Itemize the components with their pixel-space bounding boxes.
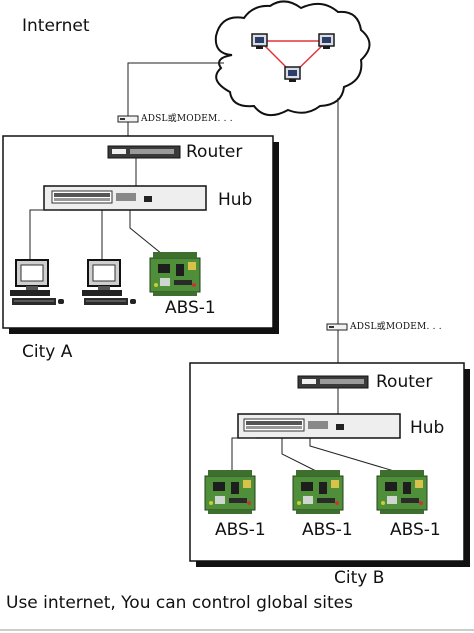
modem-icon-a [117,115,139,123]
hub-label-a: Hub [218,190,253,210]
abs-1-board-icon [149,251,201,297]
abs-1-board-icon [292,469,344,515]
city-b-label: City B [334,568,385,588]
link-label-a: ADSL或MODEM. . . [141,114,233,124]
internet-label: Internet [22,16,90,36]
router-label-b: Router [376,372,433,392]
cloud-computer-icon [284,66,301,83]
hub-icon-a [43,185,207,211]
device-label-b-1: ABS-1 [215,520,266,540]
hub-label-b: Hub [410,418,445,438]
abs-1-board-icon [376,469,428,515]
cloud-computer-icon [318,33,335,50]
router-icon-b [297,375,369,389]
internet-cloud [214,0,371,117]
device-label-b-2: ABS-1 [302,520,353,540]
hub-icon-b [237,413,401,439]
device-label-b-3: ABS-1 [390,520,441,540]
cloud-computer-icon [251,33,268,50]
caption: Use internet, You can control global sit… [6,593,353,613]
device-label-a: ABS-1 [165,298,216,318]
uplink-a [127,62,224,146]
link-label-b: ADSL或MODEM. . . [350,322,442,332]
city-b-box [189,362,465,562]
router-icon-a [107,145,181,159]
modem-icon-b [326,323,348,331]
router-label-a: Router [186,142,243,162]
abs-1-board-icon [204,469,256,515]
city-a-label: City A [22,342,73,362]
